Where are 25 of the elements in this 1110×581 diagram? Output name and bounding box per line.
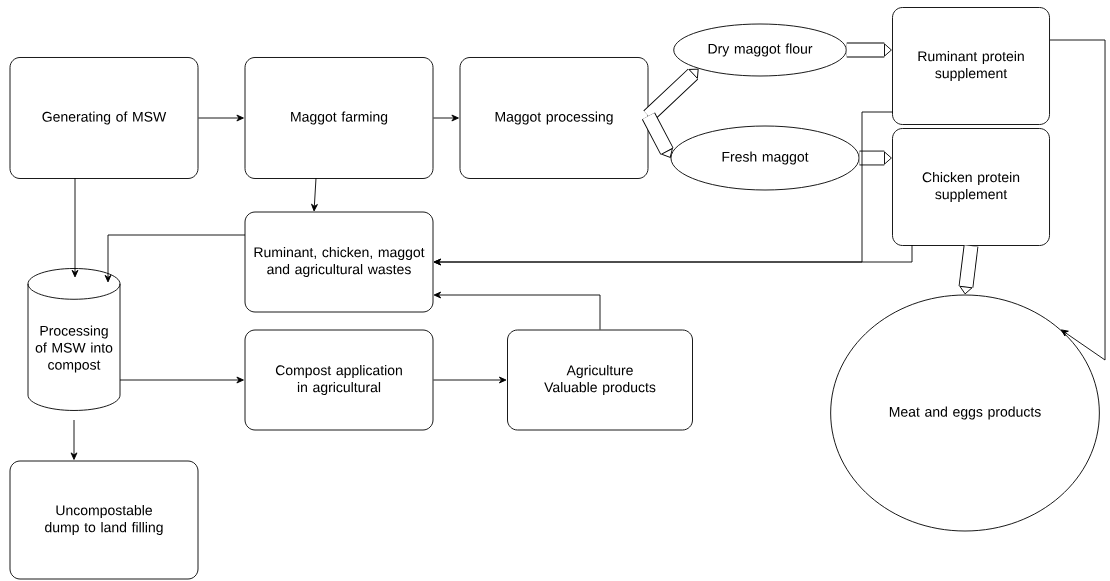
arrow [433,376,507,384]
process-box: Maggot farming [244,57,434,179]
arrow [311,177,318,212]
arrow [70,419,78,460]
block-arrow [641,112,674,158]
process-box: Maggot processing [459,57,649,179]
storage-cylinder: Processing of MSW into compost [27,268,121,411]
process-box: Ruminant, chicken, maggot and agricultural wastes [244,211,434,313]
block-arrow [846,42,892,58]
arrow [104,234,246,283]
process-box: Uncompostable dump to land filling [9,460,199,580]
process-box: Chicken protein supplement [892,128,1050,246]
arrow [433,291,601,330]
arrow [433,114,459,122]
arrow [198,114,244,122]
arrow [1049,39,1106,361]
arrow [71,177,79,278]
arrow [433,111,894,266]
block-arrow [958,245,979,295]
block-arrow [859,150,892,166]
arrow [119,376,244,384]
process-box: Compost application in agricultural [244,329,434,431]
process-box: Ruminant protein supplement [892,7,1050,125]
process-box: Generating of MSW [9,57,199,179]
process-box: Agriculture Valuable products [507,329,693,431]
